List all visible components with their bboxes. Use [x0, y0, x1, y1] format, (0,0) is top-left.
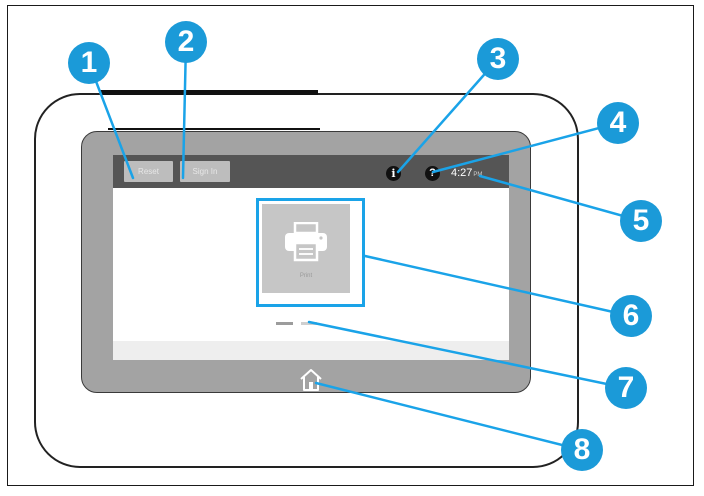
callout-badge-1: 1: [68, 42, 110, 84]
highlight-box: [256, 198, 365, 307]
reset-button[interactable]: Reset: [124, 161, 173, 182]
current-time: 4:27PM: [451, 167, 482, 182]
figure-frame: [7, 5, 694, 486]
callout-badge-2: 2: [165, 21, 207, 63]
callout-line-6: [363, 254, 633, 318]
sign-in-button[interactable]: Sign In: [180, 161, 230, 182]
printer-icon: [285, 222, 327, 262]
bezel-inner-edge: [108, 128, 320, 130]
time-value: 4:27: [451, 167, 473, 179]
page-indicator-inactive[interactable]: [301, 322, 317, 325]
callout-badge-8: 8: [561, 429, 603, 471]
callout-badge-6: 6: [610, 295, 652, 337]
bezel-top-edge: [100, 90, 318, 95]
print-tile-label: Print: [299, 273, 313, 279]
print-app-tile[interactable]: Print: [262, 204, 350, 293]
page-indicator-active[interactable]: [276, 322, 293, 325]
callout-line-2: [181, 40, 188, 180]
callout-badge-7: 7: [605, 367, 647, 409]
screen-bottom-strip: [113, 341, 509, 360]
callout-badge-5: 5: [620, 200, 662, 242]
info-icon[interactable]: i: [386, 166, 401, 181]
touchscreen: Reset Sign In i ? 4:27PM Print: [113, 155, 509, 360]
callout-badge-3: 3: [477, 38, 519, 80]
callout-line-3: [396, 57, 500, 174]
callout-line-5: [478, 174, 643, 223]
time-ampm: PM: [473, 172, 483, 178]
callout-line-4: [431, 121, 620, 174]
callout-line-7: [307, 320, 628, 390]
callout-line-8: [314, 381, 584, 452]
callout-badge-4: 4: [597, 102, 639, 144]
